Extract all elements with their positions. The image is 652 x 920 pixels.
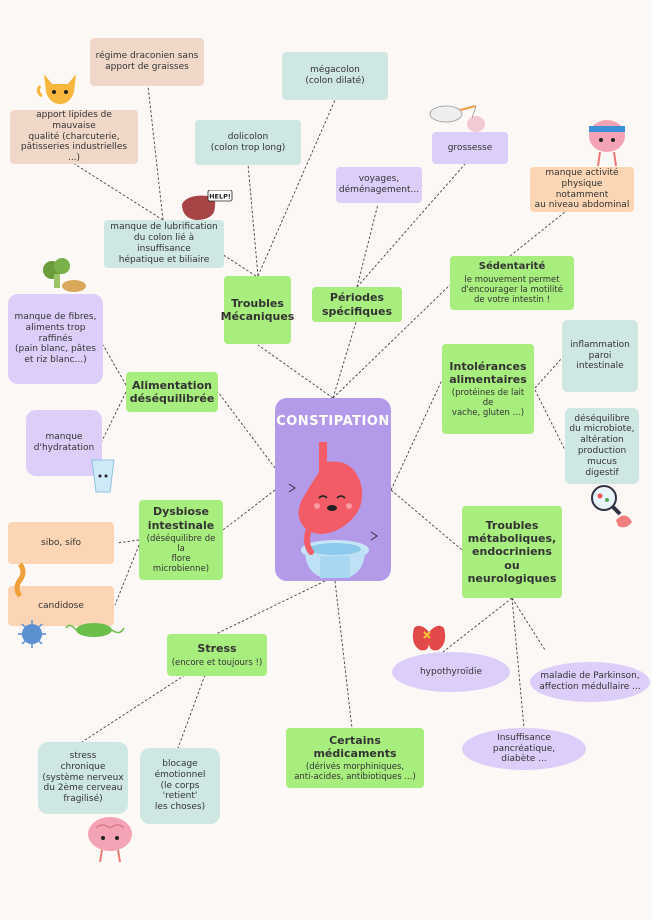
node-text: apport lipides de mauvaise qualité (char…	[20, 110, 128, 164]
stomach-toilet-icon	[288, 442, 378, 578]
node-manque-hydratation: manque d'hydratation	[26, 410, 102, 476]
microscope-icon	[591, 485, 632, 528]
node-sedentarite: Sédentarité le mouvement permet d'encour…	[450, 256, 574, 310]
node-text: manque activité physique notamment au ni…	[534, 167, 630, 211]
node-text: dolicolon (colon trop long)	[210, 131, 286, 153]
node-manque-fibres: manque de fibres, aliments trop raffinés…	[8, 294, 103, 384]
node-title: Intolérances alimentaires	[449, 359, 527, 386]
node-title: Stress	[197, 642, 237, 656]
node-troubles-mecaniques: Troubles Mécaniques	[221, 276, 294, 344]
node-dolicolon: dolicolon (colon trop long)	[195, 120, 301, 165]
node-text: stress chronique (système nerveux du 2èm…	[42, 751, 124, 805]
node-text: Insuffisance pancréatique, diabète ...	[492, 732, 556, 765]
brain-headband-icon	[589, 120, 625, 167]
node-grossesse: grossesse	[432, 132, 508, 164]
node-sibo-sifo: sibo, sifo	[8, 522, 114, 564]
node-alimentation-desequilibree: Alimentation déséquilibrée	[126, 372, 218, 412]
node-manque-activite: manque activité physique notamment au ni…	[530, 167, 634, 212]
node-subtitle: (déséquilibre de la flore microbienne)	[146, 533, 216, 575]
node-inflammation: inflammation paroi intestinale	[562, 320, 638, 392]
node-title: Alimentation déséquilibrée	[129, 378, 215, 405]
node-subtitle: (encore et toujours !)	[171, 657, 263, 668]
fox-icon	[36, 74, 76, 104]
node-certains-medicaments: Certains médicaments (dérivés morphiniqu…	[286, 728, 424, 788]
bacteria-icon	[14, 562, 125, 648]
node-voyages: voyages, déménagement...	[336, 167, 422, 203]
node-periodes-specifiques: Périodes spécifiques	[312, 287, 402, 322]
help-bubble: HELP!	[209, 193, 231, 201]
node-text: grossesse	[447, 142, 493, 153]
node-troubles-metaboliques: Troubles métaboliques, endocriniens ou n…	[462, 506, 562, 598]
node-hypothyroidie: hypothyroïdie	[392, 652, 510, 692]
node-title: Périodes spécifiques	[321, 291, 393, 318]
center-title: CONSTIPATION	[276, 414, 390, 429]
node-text: inflammation paroi intestinale	[570, 339, 630, 372]
node-apport-lipides: apport lipides de mauvaise qualité (char…	[10, 110, 138, 164]
stressed-brain-icon	[88, 817, 132, 863]
liver-icon: HELP!	[182, 190, 233, 220]
node-title: Sédentarité	[478, 260, 546, 272]
node-blocage-emotionnel: blocage émotionnel (le corps 'retient' l…	[140, 748, 220, 824]
node-parkinson: maladie de Parkinson, affection médullai…	[530, 662, 650, 702]
node-text: candidose	[38, 600, 84, 611]
node-regime-draconien: régime draconien sans apport de graisses	[90, 38, 204, 86]
node-text: manque d'hydratation	[33, 432, 95, 453]
node-text: sibo, sifo	[41, 537, 81, 548]
broccoli-icon	[43, 258, 86, 292]
center-constipation: CONSTIPATION	[275, 398, 391, 581]
node-text: maladie de Parkinson, affection médullai…	[539, 671, 641, 692]
node-insuffisance-pancreatique: Insuffisance pancréatique, diabète ...	[462, 728, 586, 770]
water-glass-icon	[91, 459, 115, 493]
node-title: Certains médicaments	[313, 733, 397, 760]
node-text: mégacolon (colon dilaté)	[305, 65, 365, 86]
node-subtitle: (protéines de lait de vache, gluten ...)	[451, 387, 525, 419]
stork-icon	[429, 105, 485, 132]
node-text: hypothyroïdie	[419, 666, 483, 677]
node-text: régime draconien sans apport de graisses	[95, 51, 199, 72]
node-text: manque de fibres, aliments trop raffinés…	[14, 312, 97, 366]
node-stress: Stress (encore et toujours !)	[167, 634, 267, 676]
node-megacolon: mégacolon (colon dilaté)	[282, 52, 388, 100]
node-text: blocage émotionnel (le corps 'retient' l…	[154, 759, 206, 813]
thyroid-icon	[412, 625, 446, 651]
node-text: déséquilibre du microbiote, altération p…	[569, 413, 635, 478]
node-lubrification: manque de lubrification du colon lié à i…	[104, 220, 224, 268]
node-title: Troubles Mécaniques	[220, 296, 295, 323]
node-title: Dysbiose intestinale	[147, 505, 215, 532]
node-text: voyages, déménagement...	[338, 174, 420, 195]
node-dysbiose-intestinale: Dysbiose intestinale (déséquilibre de la…	[139, 500, 223, 580]
node-subtitle: le mouvement permet d'encourager la moti…	[461, 274, 563, 306]
node-title: Troubles métaboliques, endocriniens ou n…	[467, 519, 557, 585]
node-stress-chronique: stress chronique (système nerveux du 2èm…	[38, 742, 128, 814]
node-text: manque de lubrification du colon lié à i…	[110, 222, 218, 265]
node-candidose: candidose	[8, 586, 114, 626]
node-subtitle: (dérivés morphiniques, anti-acides, anti…	[294, 762, 416, 783]
node-intolerances-alimentaires: Intolérances alimentaires (protéines de …	[442, 344, 534, 434]
node-desequilibre-microbiote: déséquilibre du microbiote, altération p…	[565, 408, 639, 484]
